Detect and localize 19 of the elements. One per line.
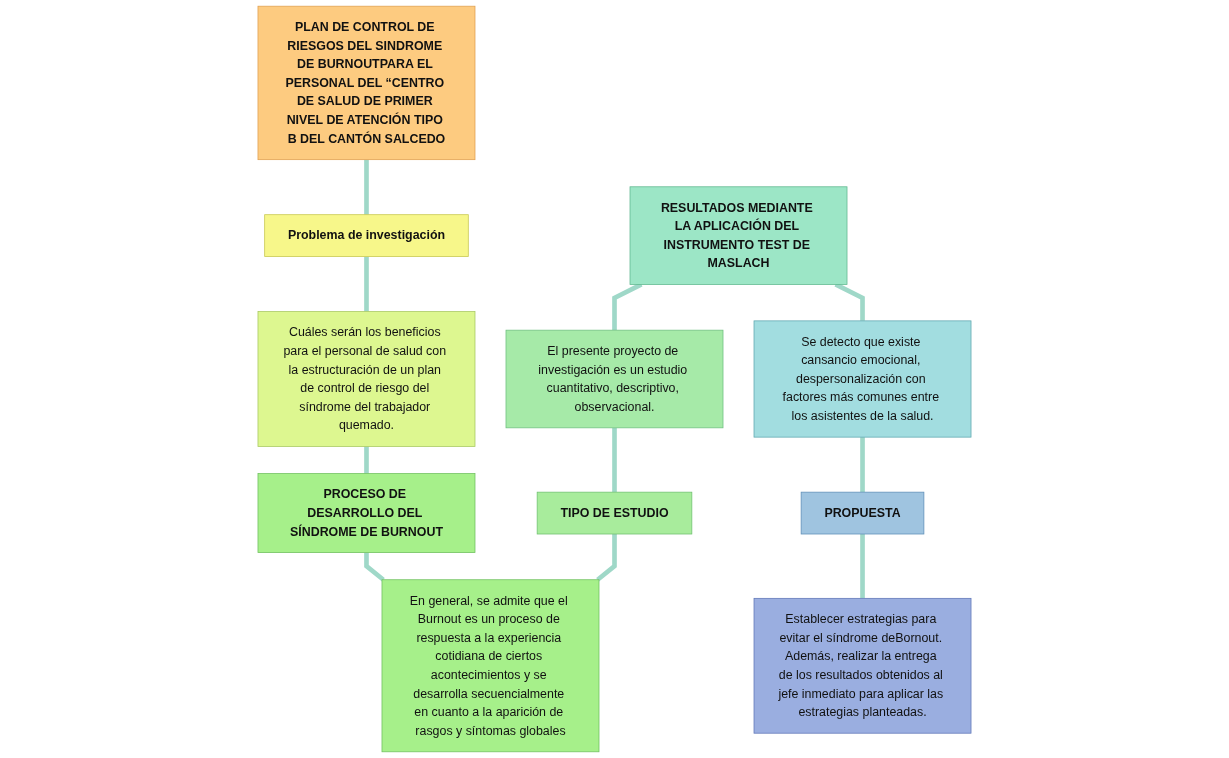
connector: [596, 534, 617, 582]
node-box: Establecer estrategias para evitar el síndrome deBornout. Además, realizar la entrega de los resultados obtenidos al jefe inmediato para aplicar las estrategias planteadas.: [753, 597, 972, 734]
node-box: RESULTADOS MEDIANTE LA APLICACIÓN DEL INSTRUMENTO TEST DE MASLACH: [629, 186, 848, 285]
connector: [860, 437, 865, 493]
node-box: Se detecto que existe cansancio emocional, despersonalización con factores más comunes entre los asistentes de la salud.: [753, 320, 972, 438]
node-box: Cuáles serán los beneficios para el personal de salud con la estructuración de un plan de control de riesgo del síndrome del trabajador quemado.: [257, 311, 476, 447]
connector: [364, 446, 369, 474]
connector: [860, 534, 865, 599]
connector: [364, 159, 369, 215]
node-box: TIPO DE ESTUDIO: [536, 491, 693, 535]
node-box: PLAN DE CONTROL DE RIESGOS DEL SINDROME DE BURNOUTPARA EL PERSONAL DEL “CENTRO DE SALUD DE PRIMER NIVEL DE ATENCIÓN TIPO B DEL CANTÓN SALCEDO: [257, 5, 476, 161]
connector: [364, 256, 369, 312]
connector: [612, 427, 617, 493]
node-box: En general, se admite que el Burnout es un proceso de respuesta a la experiencia cotidiana de ciertos acontecimientos y se desarrolla secuencialmente en cuanto a la aparición de rasgos y síntomas globales: [381, 579, 600, 753]
node-box: PROCESO DE DESARROLLO DEL SÍNDROME DE BURNOUT: [257, 473, 476, 553]
node-box: PROPUESTA: [800, 491, 925, 535]
node-box: El presente proyecto de investigación es un estudio cuantitativo, descriptivo, observacional.: [505, 329, 724, 429]
connector: [364, 552, 385, 582]
node-box: Problema de investigación: [264, 214, 469, 257]
